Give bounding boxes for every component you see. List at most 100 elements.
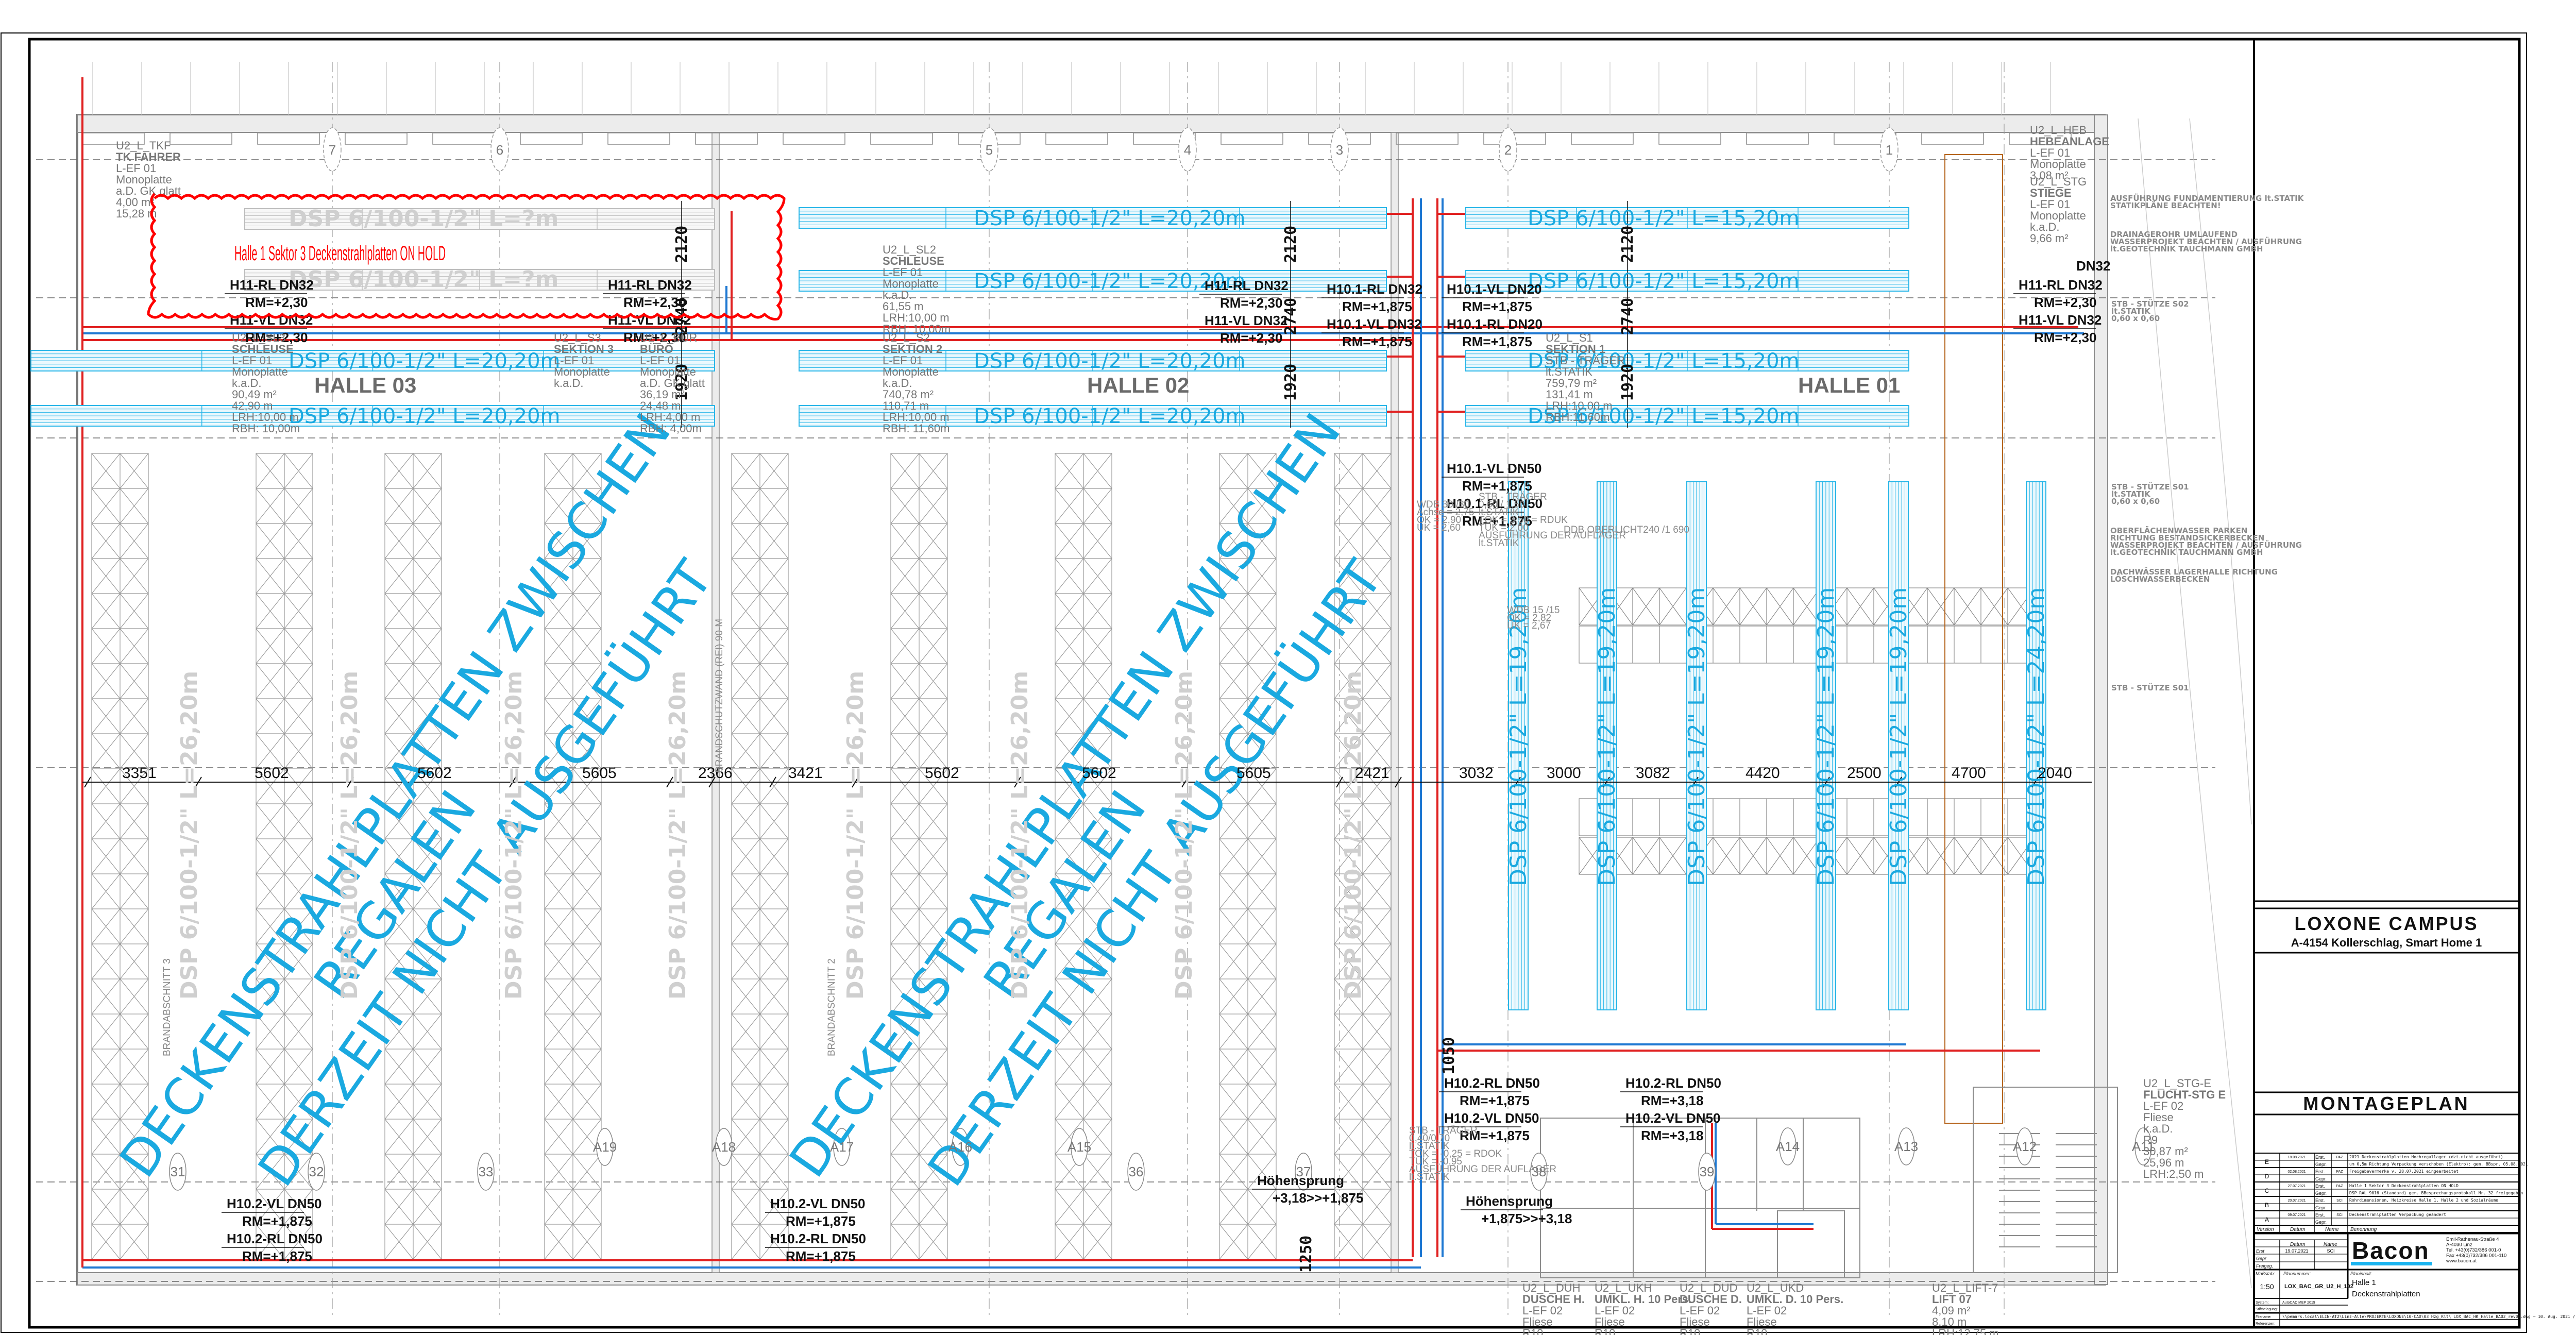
- structure-note: UK = 2,60: [1417, 522, 1461, 533]
- site-note: STB - STÜTZE S01: [2111, 683, 2189, 692]
- facade-window: [345, 132, 408, 145]
- room-label: HEBEANLAGE: [2030, 135, 2109, 148]
- dimension-value: 5605: [1236, 765, 1271, 782]
- dimension-value: 2421: [1355, 765, 1389, 782]
- facade-window: [1571, 132, 1634, 145]
- facade-window: [1658, 132, 1721, 145]
- facade-window: [1921, 132, 1984, 145]
- dimension-tick: [1014, 776, 1021, 788]
- pipe-label: RM=+1,875: [1462, 478, 1532, 494]
- grid-marker: [1071, 1128, 1088, 1166]
- system-value: AutoCAD MEP 2019: [2282, 1301, 2315, 1305]
- grid-marker-label: 4: [1184, 142, 1191, 158]
- room-label: 759,79 m²: [1546, 377, 1597, 390]
- ceiling-radiant-panel: [1465, 270, 1909, 292]
- room-label: STIEGE: [2030, 187, 2072, 199]
- pipe-label: H10.1-RL DN20: [1447, 316, 1543, 332]
- vertical-dimension: 2740: [1282, 298, 1300, 335]
- company-tel: Tel. +43(0)732/386 001-0: [2446, 1247, 2501, 1253]
- filename-label: Filename:: [2256, 1315, 2272, 1319]
- pipe-label: H11-RL DN32: [230, 277, 314, 293]
- grid-marker: [1127, 1153, 1145, 1191]
- dimension-tick: [769, 776, 776, 788]
- room-label: Monoplatte: [2030, 158, 2086, 171]
- vertical-dimension: 1920: [1619, 364, 1637, 401]
- structure-note: WDB 15 /15: [1507, 605, 1560, 616]
- pipe-label: H10.2-VL DN50: [1625, 1110, 1721, 1126]
- room-label: RBH: 10,00m: [883, 323, 951, 335]
- room-label: 30,87 m²: [2143, 1145, 2188, 1158]
- dsp-panel-label: DSP 6/100-1/2" L=20,20m: [974, 349, 1246, 373]
- room-label: DUSCHE D.: [1680, 1293, 1742, 1306]
- top-wall-band: [77, 114, 2105, 133]
- grid-marker: [477, 1153, 495, 1191]
- grid-marker-label: A15: [1067, 1139, 1091, 1155]
- room-label: L-EF 02: [1747, 1304, 1787, 1317]
- pipe-label: RM=+1,875: [1462, 299, 1532, 314]
- pipe-label: +1,875>>+3,18: [1481, 1211, 1572, 1226]
- site-note: STB - STÜTZE S02: [2111, 299, 2189, 309]
- room-label: LRH:2,50 m: [2143, 1168, 2204, 1180]
- pipe-label: RM=+2,30: [623, 330, 686, 345]
- room-label: Monoplatte: [116, 173, 172, 186]
- site-note: OBERFLÄCHENWASSER PARKEN: [2110, 526, 2247, 535]
- pipe-label: RM=+1,875: [1462, 513, 1532, 529]
- grid-marker-label: 3: [1336, 142, 1343, 158]
- pipe-label: RM=+1,875: [1342, 334, 1412, 349]
- structure-note: 0,40/0,70: [1409, 1133, 1450, 1144]
- grid-marker-label: A11: [2132, 1139, 2155, 1154]
- grid-marker-label: 39: [1700, 1164, 1715, 1179]
- room-label: UMKL. H. 10 Pers.: [1595, 1293, 1691, 1306]
- vertical-dimension: 1920: [1282, 364, 1300, 401]
- site-note: DRAINAGEROHR UMLAUFEND: [2110, 230, 2238, 239]
- dsp-panel-label: DSP 6/100-1/2" L=19,20m: [1505, 587, 1532, 886]
- grid-marker: [323, 127, 342, 172]
- room-label: L-EF 01: [640, 354, 680, 367]
- ceiling-radiant-panel: [30, 350, 715, 371]
- room-label: 15,28 m: [116, 207, 157, 220]
- facade-window: [783, 132, 845, 145]
- structure-note: TOK = -0,25 = RDOK: [1409, 1148, 1502, 1159]
- filename-value: \\pemars.local\ELIN-AT2\Linz-Alle\PROJEK…: [2282, 1314, 2576, 1319]
- room-label: RBH: 10,00m: [232, 422, 300, 435]
- dsp-panel-label: DSP 6/100-1/2" L=19,20m: [1594, 587, 1620, 886]
- room-label: 110,71 m: [883, 399, 929, 412]
- dimension-value: 5602: [417, 765, 452, 782]
- room-label: Monoplatte: [640, 365, 696, 378]
- dimension-value: 3000: [1547, 765, 1581, 782]
- dsp-panel-label: DSP 6/100-1/2" L=24,20m: [2023, 587, 2049, 886]
- grid-marker-label: 6: [496, 142, 503, 158]
- dimension-tick: [1823, 776, 1830, 788]
- dimension-tick: [1181, 776, 1189, 788]
- project-address: A-4154 Kollerschlag, Smart Home 1: [2291, 936, 2482, 949]
- dimension-tick: [708, 776, 716, 788]
- dsp-panel-label: DSP 6/100-1/2" L=20,20m: [289, 404, 561, 428]
- site-note: LÖSCHWASSERBECKEN: [2110, 574, 2210, 584]
- pen-label: Stiftbelegung:: [2256, 1308, 2278, 1311]
- room-label: L-EF 01: [2030, 198, 2070, 211]
- room-label: UMKL. D. 10 Pers.: [1747, 1293, 1843, 1306]
- ceiling-panel-on-hold: [244, 269, 715, 291]
- plan-number: LOX_BAC_GR_U2_H_102: [2284, 1283, 2353, 1290]
- dsp-panel-label: DSP 6/100-1/2" L=20,20m: [974, 404, 1246, 428]
- company-fax: Fax +43(0)732/386 001-110: [2446, 1253, 2506, 1259]
- ceiling-radiant-panel-vertical: [1597, 481, 1617, 1010]
- sign-name: SCI: [2327, 1248, 2334, 1254]
- room-label: Fliese: [1595, 1315, 1625, 1328]
- room-label: 24,48 m: [640, 399, 681, 412]
- plan-type: MONTAGEPLAN: [2303, 1093, 2469, 1114]
- grid-marker: [1530, 1153, 1548, 1191]
- dimension-value: 4700: [1952, 765, 1986, 782]
- grid-marker: [169, 1153, 187, 1191]
- dimension-tick: [1395, 776, 1402, 788]
- vertical-dimension: 1050: [1440, 1037, 1458, 1074]
- room-label: L-EF 02: [2143, 1100, 2183, 1112]
- revision-name: PAZ: [2336, 1185, 2343, 1188]
- room-label: RBH:11,60m: [1546, 411, 1609, 424]
- revision-text: um 0,5m Richtung Verpackung verschoben (…: [2349, 1162, 2528, 1167]
- room-label: U2_L_UKH: [1595, 1281, 1652, 1294]
- structure-note: TOK = 3,50 = RDUK: [1479, 515, 1568, 526]
- storage-rack: [1219, 453, 1277, 1260]
- company-logo: Bacon: [2352, 1237, 2430, 1264]
- dsp-faint-label: DSP 6/100-1/2" L=26,20m: [842, 671, 869, 1000]
